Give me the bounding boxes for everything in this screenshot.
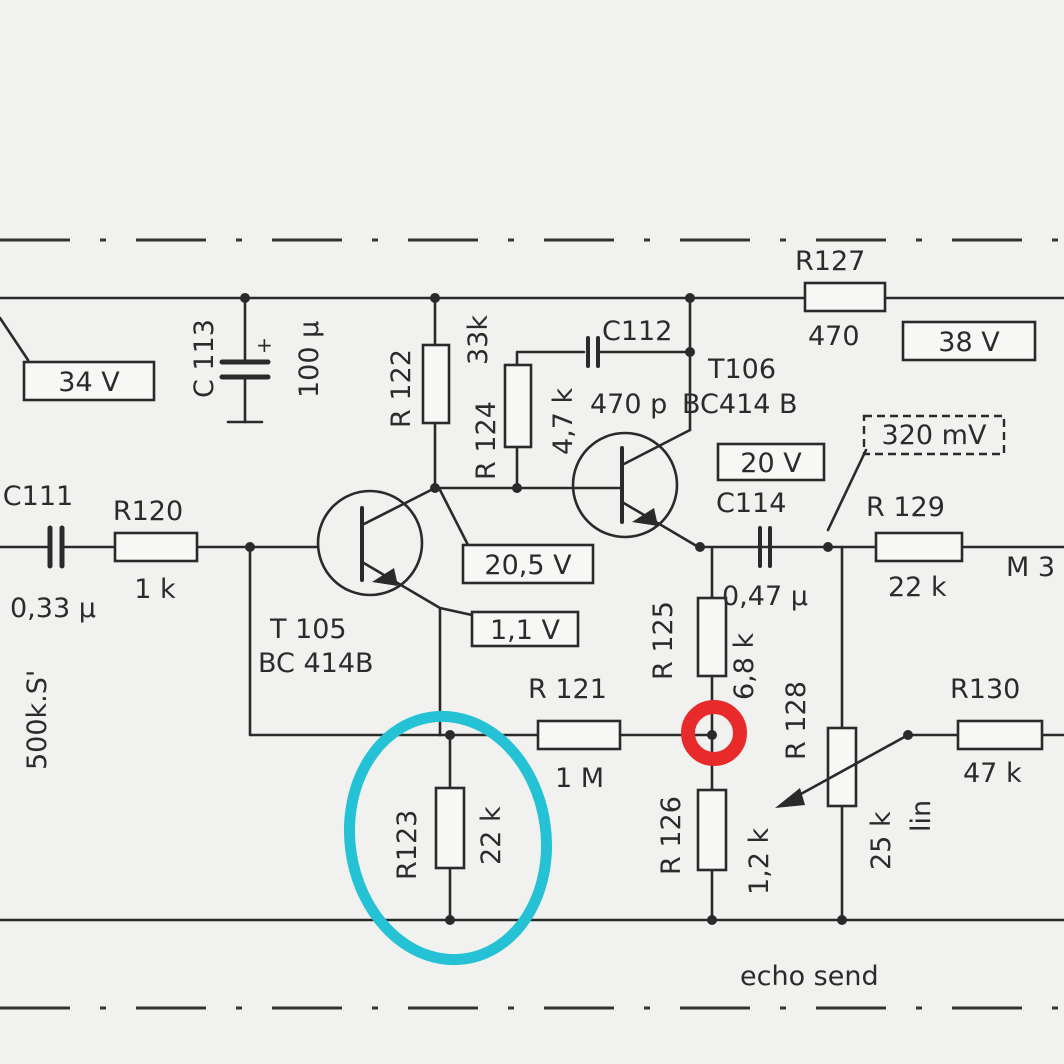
- c114-value: 0,47 µ: [722, 581, 808, 612]
- r128-wiper-arrow: [775, 788, 805, 808]
- voltage-box-38v: [901, 320, 1037, 362]
- voltage-20v: 20 V: [740, 448, 802, 479]
- junction-dot: [707, 730, 717, 740]
- c111-value: 0,33 µ: [10, 593, 96, 624]
- voltage-20-5v: 20,5 V: [484, 550, 572, 581]
- lead-34v: [0, 316, 30, 362]
- left-pot-label: 500k.S': [22, 670, 53, 770]
- t106-type: BC414 B: [682, 389, 798, 420]
- r122-body: [421, 343, 451, 425]
- r125-body: [696, 596, 728, 678]
- r129-value: 22 k: [888, 572, 947, 603]
- c114-ref: C114: [716, 488, 786, 519]
- voltage-38v: 38 V: [938, 327, 1000, 358]
- r121-value: 1 M: [555, 763, 604, 794]
- r123-body: [434, 786, 466, 870]
- echo-send-label: echo send: [740, 961, 879, 992]
- r128-taper: lin: [906, 800, 937, 832]
- junction-dot: [823, 542, 833, 552]
- highlight-mark-node: [681, 700, 747, 766]
- voltage-box-20v: [716, 442, 826, 482]
- t105-emitter: [360, 560, 442, 610]
- r120-ref: R120: [113, 496, 183, 527]
- r127-body: [803, 281, 887, 313]
- voltage-box-34v: [22, 360, 156, 402]
- r126-value: 1,2 k: [744, 827, 775, 895]
- voltage-box-320mv: [862, 414, 1006, 456]
- r125-value: 6,8 k: [729, 632, 760, 700]
- r123-ref: R123: [392, 810, 423, 880]
- r120-body: [113, 531, 199, 563]
- t105-symbol: [316, 489, 424, 597]
- lead-1-1v: [438, 606, 474, 617]
- r120-value: 1 k: [134, 574, 176, 605]
- junction-dot: [903, 730, 913, 740]
- r127-ref: R127: [795, 246, 865, 277]
- junction-dot: [445, 915, 455, 925]
- voltage-1-1v: 1,1 V: [490, 615, 561, 646]
- r123-value: 22 k: [476, 806, 507, 865]
- t106-emitter: [620, 500, 702, 550]
- r122-ref: R 122: [386, 349, 417, 428]
- r124-value: 4,7 k: [548, 387, 579, 455]
- r130-ref: R130: [950, 674, 1020, 705]
- highlight-circle-r123: [343, 710, 553, 966]
- junction-dot: [445, 730, 455, 740]
- r129-ref: R 129: [866, 492, 945, 523]
- voltage-34v: 34 V: [58, 367, 120, 398]
- c113-ref: C 113: [189, 319, 220, 398]
- t105-ref: T 105: [269, 614, 347, 645]
- c113-plus: +: [256, 333, 273, 357]
- r126-body: [696, 788, 728, 872]
- r126-ref: R 126: [656, 796, 687, 875]
- junction-dot: [245, 542, 255, 552]
- t106-collector: [620, 428, 692, 467]
- t105-collector: [360, 486, 437, 527]
- m3-label: M 3: [1006, 552, 1055, 583]
- t106-emitter-arrow: [632, 508, 658, 526]
- voltage-box-20-5v: [461, 543, 595, 585]
- r127-value: 470: [808, 321, 860, 352]
- junction-dot: [685, 293, 695, 303]
- c113-value: 100 µ: [294, 321, 325, 398]
- r128-value: 25 k: [866, 811, 897, 870]
- junction-dot: [430, 483, 440, 493]
- r124-ref: R 124: [471, 401, 502, 480]
- c111-ref: C111: [3, 481, 73, 512]
- base-feedback-loop: [248, 545, 442, 737]
- r130-value: 47 k: [963, 758, 1022, 789]
- lead-20-5v: [438, 488, 470, 547]
- junction-dot: [837, 915, 847, 925]
- r130-body: [956, 719, 1044, 751]
- junction-dot: [430, 293, 440, 303]
- junction-dot: [695, 542, 705, 552]
- r129-body: [874, 531, 964, 563]
- junction-dot: [707, 915, 717, 925]
- r128-wiper: [788, 733, 910, 802]
- r121-ref: R 121: [528, 674, 607, 705]
- junction-dot: [240, 293, 250, 303]
- voltage-box-1-1v: [470, 610, 580, 648]
- c112-value: 470 p: [590, 389, 667, 420]
- t105-emitter-arrow: [372, 568, 398, 586]
- r124-body: [503, 363, 533, 449]
- c112-ref: C112: [602, 316, 672, 347]
- lead-320mv: [826, 448, 868, 532]
- junction-dot: [512, 483, 522, 493]
- junction-dot: [685, 347, 695, 357]
- t106-symbol: [571, 431, 679, 539]
- t105-type: BC 414B: [258, 648, 374, 679]
- voltage-320mv: 320 mV: [882, 420, 987, 451]
- t106-ref: T106: [707, 354, 776, 385]
- r121-body: [536, 719, 622, 751]
- r128-ref: R 128: [781, 681, 812, 760]
- r125-ref: R 125: [648, 601, 679, 680]
- r122-value: 33k: [463, 315, 494, 365]
